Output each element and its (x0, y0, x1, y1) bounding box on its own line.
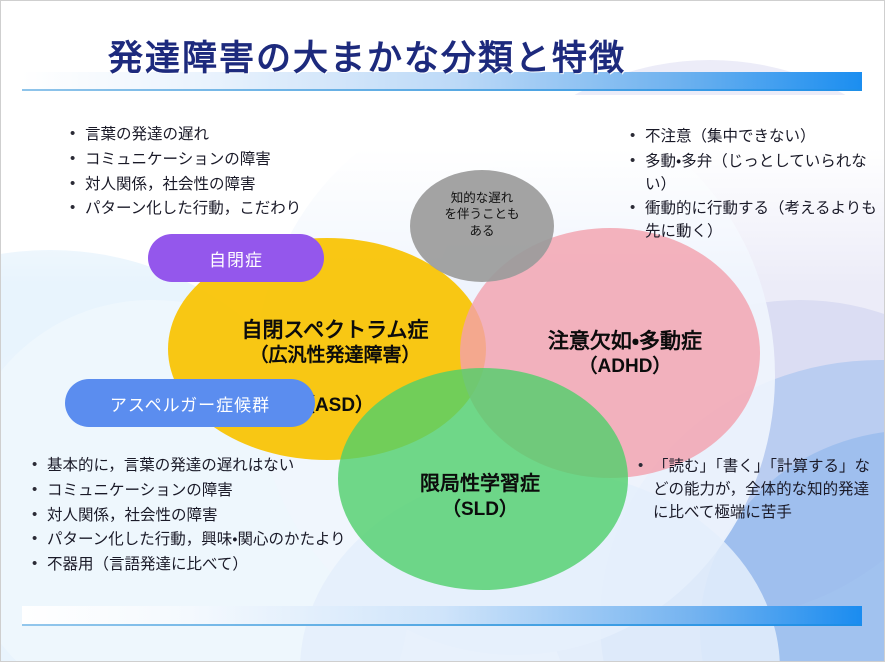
bullet-item: パターン化した行動，興味・関心のかたより (30, 528, 380, 552)
bullet-item: コミュニケーションの障害 (68, 148, 398, 172)
title-gradient-bar (22, 72, 862, 89)
asd-label-group: 自閉スペクトラム症 （広汎性発達障害） （ASD） (196, 292, 474, 443)
bullet-item: 対人関係，社会性の障害 (30, 504, 380, 528)
adhd-label-group: 注意欠如・多動症 （ADHD） (500, 303, 750, 404)
bullets-bottom-right: 「読む」「書く」「計算する」などの能力が，全体的な知的発達に比べて極端に苦手 (636, 455, 884, 526)
footer-gradient-bar (22, 606, 862, 624)
bullet-list-top-left: 言葉の発達の遅れコミュニケーションの障害対人関係，社会性の障害パターン化した行動… (68, 123, 398, 221)
page-title: 発達障害の大まかな分類と特徴 (108, 39, 627, 78)
pill-asperger-label: アスペルガー症候群 (109, 395, 271, 415)
sld-label: 限局性学習症 (420, 473, 540, 496)
adhd-code: （ADHD） (578, 356, 672, 378)
bullet-item: コミュニケーションの障害 (30, 479, 380, 503)
bullet-item: 基本的に，言葉の発達の遅れはない (30, 454, 380, 478)
bullet-list-top-right: 不注意（集中できない）多動・多弁（じっとしていられない）衝動的に行動する（考える… (628, 125, 880, 244)
pill-asperger: アスペルガー症候群 (65, 379, 315, 427)
bullets-top-left: 言葉の発達の遅れコミュニケーションの障害対人関係，社会性の障害パターン化した行動… (68, 123, 398, 223)
circle-intellectual-delay (410, 170, 554, 282)
pill-autism-label: 自閉症 (209, 250, 263, 270)
bullet-item: 多動・多弁（じっとしていられない） (628, 150, 880, 197)
bullets-bottom-left: 基本的に，言葉の発達の遅れはないコミュニケーションの障害対人関係，社会性の障害パ… (30, 454, 380, 579)
bullet-item: 衝動的に行動する（考えるよりも先に動く） (628, 197, 880, 244)
bullet-item: 対人関係，社会性の障害 (68, 173, 398, 197)
pill-autism: 自閉症 (148, 234, 324, 282)
bullet-item: パターン化した行動，こだわり (68, 197, 398, 221)
adhd-label: 注意欠如・多動症 (547, 329, 703, 353)
asd-code: （ASD） (295, 395, 375, 416)
asd-label: 自閉スペクトラム症 (241, 318, 429, 342)
intellectual-delay-label: 知的な遅れ を伴うことも ある (444, 191, 520, 238)
bullet-item: 「読む」「書く」「計算する」などの能力が，全体的な知的発達に比べて極端に苦手 (636, 455, 884, 524)
bullets-top-right: 不注意（集中できない）多動・多弁（じっとしていられない）衝動的に行動する（考える… (628, 125, 880, 246)
asd-sublabel: （広汎性発達障害） (249, 345, 421, 367)
bullet-item: 不器用（言語発達に比べて） (30, 553, 380, 577)
title-area: 発達障害の大まかな分類と特徴 (0, 14, 885, 91)
bullet-item: 不注意（集中できない） (628, 125, 880, 149)
sld-label-group: 限局性学習症 （SLD） (368, 448, 592, 545)
bullet-item: 言葉の発達の遅れ (68, 123, 398, 147)
bullet-list-bottom-right: 「読む」「書く」「計算する」などの能力が，全体的な知的発達に比べて極端に苦手 (636, 455, 884, 524)
sld-code: （SLD） (441, 498, 518, 520)
ellipse-sld (338, 368, 628, 590)
footer-underline (22, 624, 862, 626)
title-underline (22, 89, 862, 91)
bullet-list-bottom-left: 基本的に，言葉の発達の遅れはないコミュニケーションの障害対人関係，社会性の障害パ… (30, 454, 380, 577)
